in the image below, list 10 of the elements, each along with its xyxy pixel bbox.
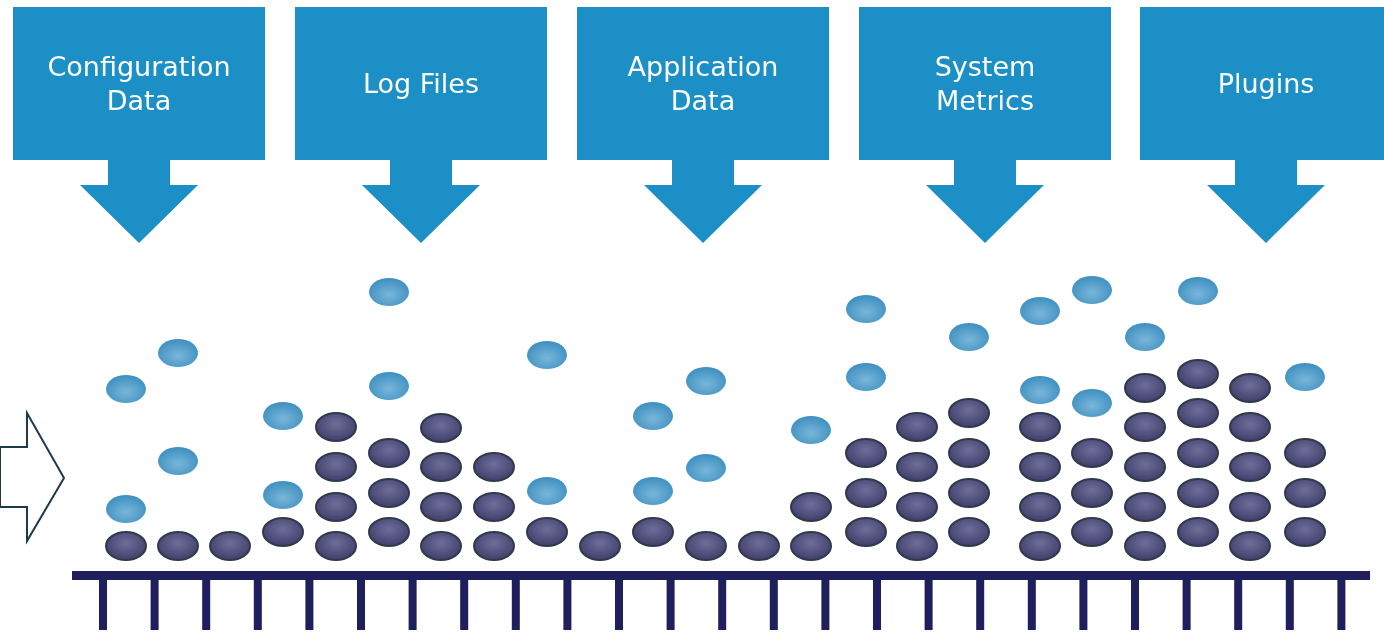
callout-text: Application Data [626, 49, 780, 118]
callout-text: Log Files [362, 66, 480, 101]
callout-arrow-box [859, 7, 1111, 243]
callout-text: System Metrics [933, 49, 1037, 118]
callout-arrow-box [577, 7, 829, 243]
callout-text: Plugins [1217, 66, 1315, 101]
callout-arrow-box [13, 7, 265, 243]
callout-arrow-box [295, 7, 547, 243]
callout-arrow-box [1140, 7, 1384, 243]
callout-text: Configuration Data [46, 49, 232, 118]
